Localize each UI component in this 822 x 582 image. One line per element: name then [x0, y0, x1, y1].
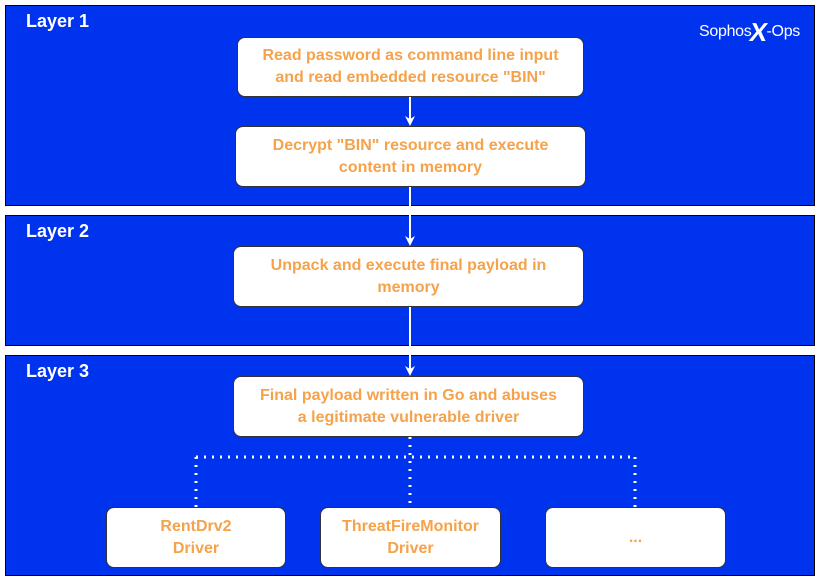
- layer-1-title: Layer 1: [26, 11, 90, 31]
- logo-suffix: -Ops: [766, 23, 801, 40]
- step-read-password: Read password as command line input and …: [237, 37, 584, 97]
- sophos-x-ops-logo: Sophos X -Ops: [699, 17, 801, 47]
- logo-brand: Sophos: [699, 23, 752, 40]
- layer-3-title: Layer 3: [26, 361, 90, 381]
- step-final-payload: Final payload written in Go and abuses a…: [233, 376, 584, 437]
- driver-threatfiremonitor: ThreatFireMonitor Driver: [320, 507, 501, 568]
- driver-more-ellipsis: ...: [545, 507, 726, 568]
- driver-rentdrv2: RentDrv2 Driver: [106, 507, 286, 568]
- step-decrypt-bin: Decrypt "BIN" resource and execute conte…: [235, 126, 586, 187]
- layer-2-title: Layer 2: [26, 221, 90, 241]
- step-unpack-payload: Unpack and execute final payload in memo…: [233, 246, 584, 307]
